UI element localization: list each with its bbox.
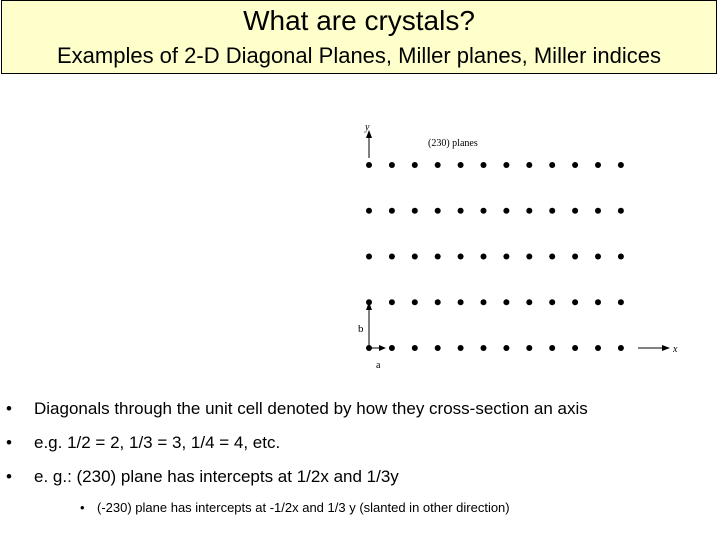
lattice-point	[480, 253, 487, 260]
lattice-point	[457, 345, 464, 351]
slide-subtitle: Examples of 2-D Diagonal Planes, Miller …	[56, 43, 662, 68]
lattice-point	[549, 299, 556, 306]
lattice-point	[526, 299, 533, 306]
lattice-point	[572, 162, 579, 168]
lattice-point	[457, 162, 464, 168]
lattice-point	[572, 299, 579, 306]
lattice-point	[572, 253, 579, 260]
sub-bullet-item-1: • (-230) plane has intercepts at -1/2x an…	[80, 500, 510, 516]
lattice-point	[366, 207, 372, 214]
lattice-point	[526, 207, 533, 214]
lattice-point	[366, 253, 372, 260]
a-vector-arrowhead	[379, 345, 386, 351]
sub-bullet-text: (-230) plane has intercepts at -1/2x and…	[97, 500, 510, 515]
bullet-marker: •	[6, 399, 12, 418]
plane-label: (230) planes	[428, 138, 478, 149]
x-axis-arrowhead	[662, 345, 670, 351]
lattice-point	[457, 253, 464, 260]
title-box: What are crystals? Examples of 2-D Diago…	[1, 0, 717, 74]
lattice-point	[526, 253, 533, 260]
bullet-marker: •	[6, 467, 12, 486]
lattice-point	[411, 345, 418, 351]
bullet-marker: •	[6, 433, 12, 452]
lattice-point	[388, 345, 395, 351]
lattice-point	[480, 299, 487, 306]
lattice-point	[434, 162, 441, 168]
lattice-point	[503, 253, 510, 260]
lattice-point	[595, 253, 601, 260]
lattice-point	[457, 299, 464, 306]
a-vector-label: a	[376, 360, 381, 371]
lattice-point	[411, 299, 418, 306]
lattice-point	[617, 299, 624, 306]
lattice-point	[503, 299, 510, 306]
lattice-point	[388, 253, 395, 260]
lattice-point	[595, 207, 601, 214]
x-axis-label: x	[672, 344, 678, 355]
lattice-point	[572, 207, 579, 214]
lattice-point	[572, 345, 579, 351]
lattice-point	[549, 162, 556, 168]
lattice-dots	[366, 162, 624, 351]
y-axis-arrowhead	[366, 130, 372, 138]
lattice-point	[503, 162, 510, 168]
lattice-point	[434, 299, 441, 306]
lattice-point	[480, 162, 487, 168]
sub-bullet-marker: •	[80, 500, 85, 515]
lattice-point	[503, 345, 510, 351]
lattice-point	[388, 207, 395, 214]
lattice-point	[617, 253, 624, 260]
lattice-point	[411, 207, 418, 214]
bullet-text: Diagonals through the unit cell denoted …	[34, 399, 588, 418]
bullet-item-1: • Diagonals through the unit cell denoted…	[6, 399, 588, 419]
lattice-point	[480, 207, 487, 214]
lattice-point	[595, 299, 601, 306]
lattice-point	[526, 162, 533, 168]
lattice-point	[434, 345, 441, 351]
lattice-point	[617, 162, 624, 168]
bullet-text: e. g.: (230) plane has intercepts at 1/2…	[34, 467, 399, 486]
lattice-point	[434, 253, 441, 260]
lattice-point	[366, 162, 372, 168]
lattice-point	[595, 162, 601, 168]
lattice-point	[388, 299, 395, 306]
b-vector-label: b	[358, 323, 364, 335]
lattice-point	[411, 253, 418, 260]
lattice-point	[434, 207, 441, 214]
lattice-point	[617, 207, 624, 214]
lattice-point	[595, 345, 601, 351]
lattice-point	[480, 345, 487, 351]
lattice-point	[549, 207, 556, 214]
lattice-figure: y x b a (230) planes	[358, 122, 678, 371]
y-axis-label: y	[364, 122, 370, 133]
lattice-point	[526, 345, 533, 351]
lattice-point	[388, 162, 395, 168]
b-vector-arrowhead	[366, 302, 372, 310]
bullet-item-3: • e. g.: (230) plane has intercepts at 1/…	[6, 467, 399, 487]
lattice-point	[457, 207, 464, 214]
lattice-point	[617, 345, 624, 351]
lattice-point	[503, 207, 510, 214]
lattice-point	[549, 345, 556, 351]
bullet-item-2: • e.g. 1/2 = 2, 1/3 = 3, 1/4 = 4, etc.	[6, 433, 280, 453]
lattice-point	[549, 253, 556, 260]
bullet-text: e.g. 1/2 = 2, 1/3 = 3, 1/4 = 4, etc.	[34, 433, 281, 452]
lattice-point	[411, 162, 418, 168]
slide-title: What are crystals?	[243, 5, 475, 36]
